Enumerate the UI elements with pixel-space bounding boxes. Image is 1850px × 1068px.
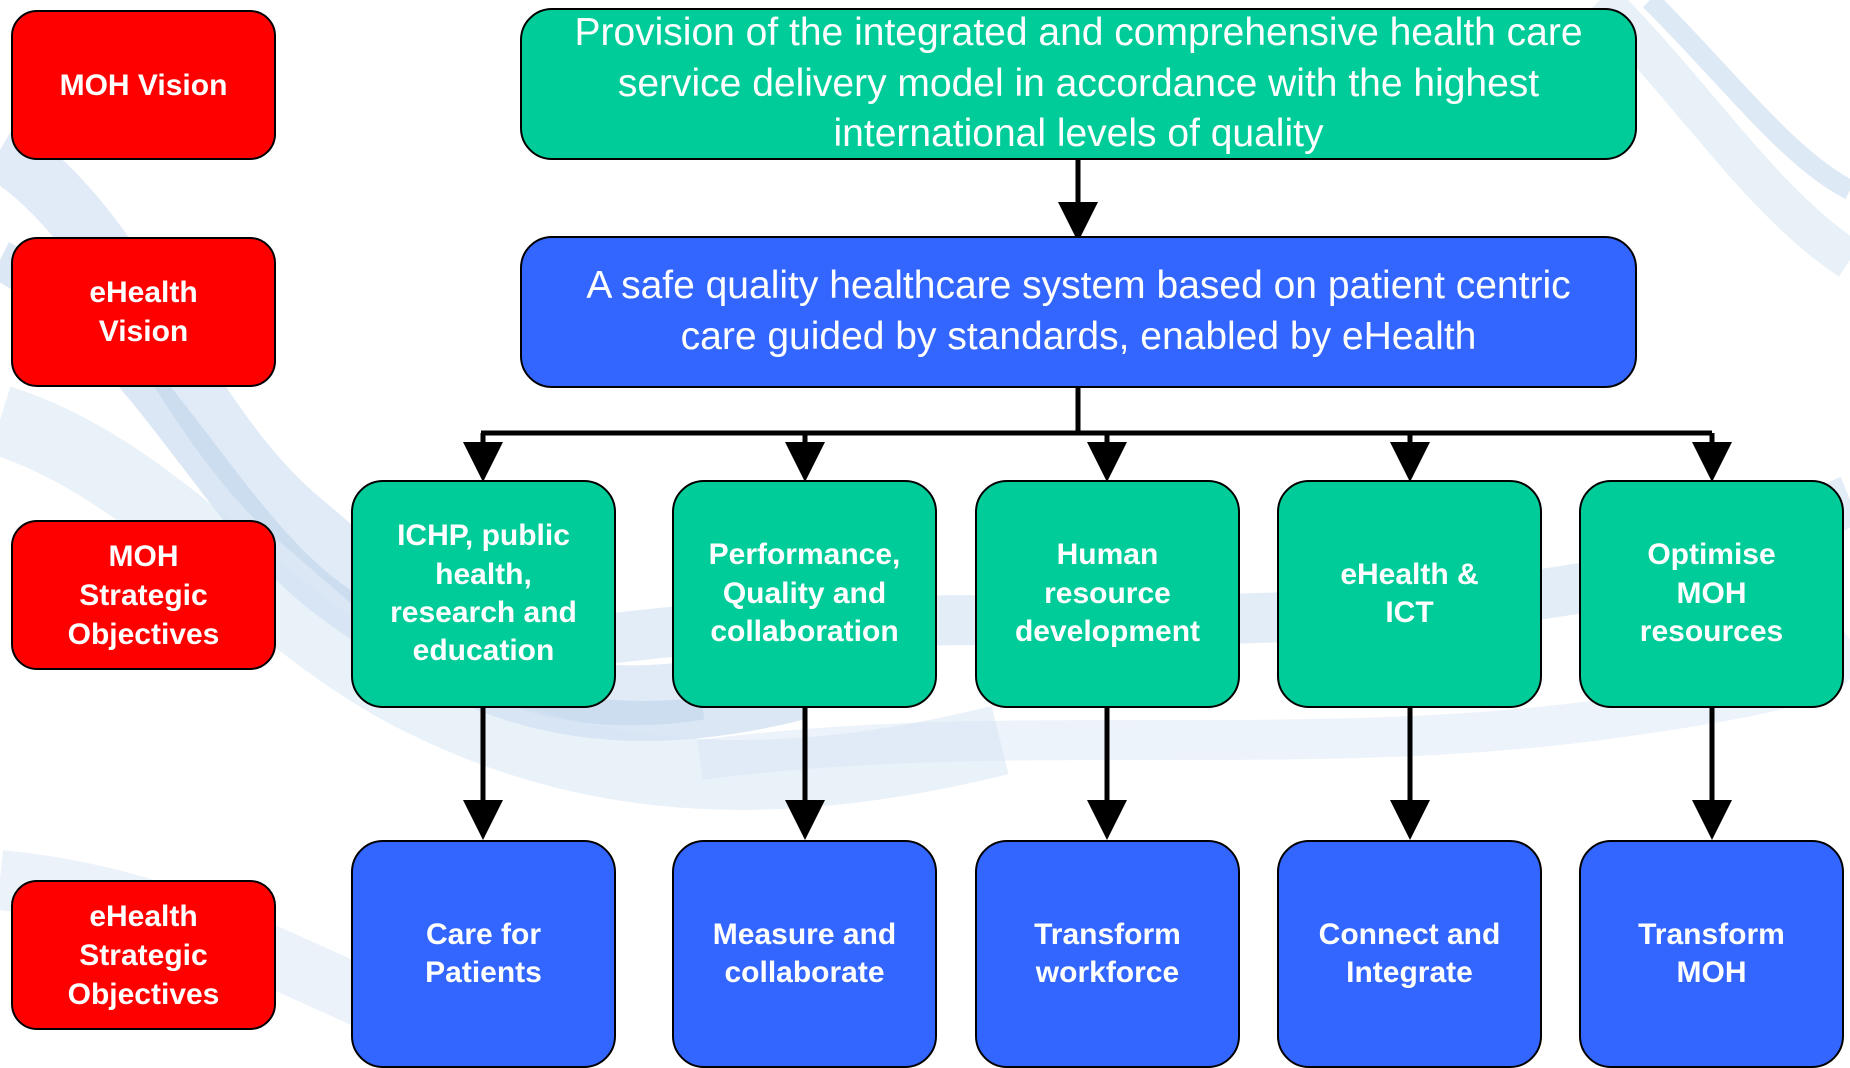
ehealth-objective-2: Measure and collaborate — [672, 840, 937, 1068]
moh-objective-4: eHealth & ICT — [1277, 480, 1542, 708]
row-label-moh-vision: MOH Vision — [11, 10, 276, 160]
moh-objective-5: Optimise MOH resources — [1579, 480, 1844, 708]
row-label-ehealth-vision: eHealth Vision — [11, 237, 276, 387]
moh-objective-3: Human resource development — [975, 480, 1240, 708]
ehealth-objective-5: Transform MOH — [1579, 840, 1844, 1068]
ehealth-objective-3: Transform workforce — [975, 840, 1240, 1068]
moh-objective-2: Performance, Quality and collaboration — [672, 480, 937, 708]
moh-objective-1: ICHP, public health, research and educat… — [351, 480, 616, 708]
row-label-ehealth-objectives: eHealth Strategic Objectives — [11, 880, 276, 1030]
ehealth-objective-4: Connect and Integrate — [1277, 840, 1542, 1068]
moh-vision-box: Provision of the integrated and comprehe… — [520, 8, 1637, 160]
ehealth-objective-1: Care for Patients — [351, 840, 616, 1068]
row-label-moh-objectives: MOH Strategic Objectives — [11, 520, 276, 670]
ehealth-vision-box: A safe quality healthcare system based o… — [520, 236, 1637, 388]
